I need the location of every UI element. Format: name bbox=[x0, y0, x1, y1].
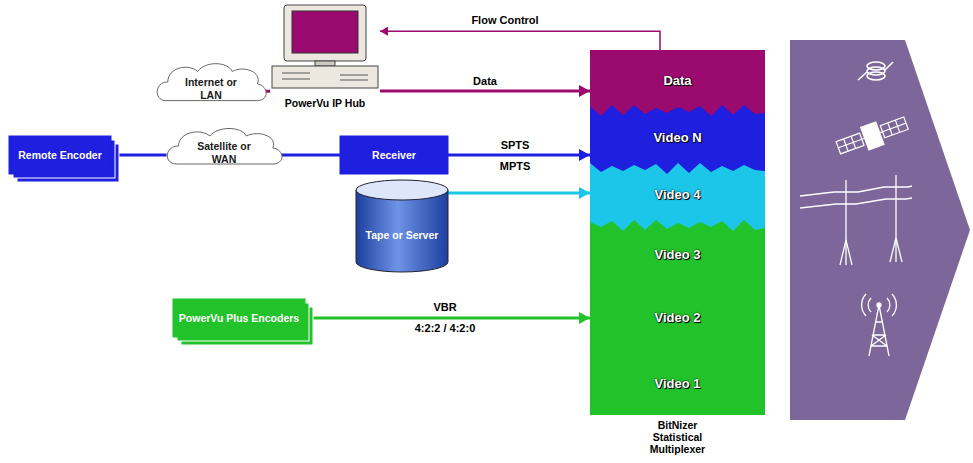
multiplexer-title: BitNizer Statistical Multiplexer bbox=[632, 419, 724, 455]
connector bbox=[448, 187, 590, 199]
satellite-icon bbox=[834, 112, 910, 159]
connector bbox=[266, 91, 270, 92]
node-label: Video 4 bbox=[654, 188, 700, 203]
stream-band: Data bbox=[590, 50, 765, 105]
cloud-outline bbox=[167, 129, 282, 165]
network-cloud: Internet or LAN bbox=[154, 59, 269, 111]
edge-label: Flow Control bbox=[469, 14, 540, 27]
cylinder-body bbox=[356, 190, 448, 272]
monitor-stand bbox=[315, 61, 335, 66]
antenna-icon-part bbox=[868, 298, 890, 312]
box-face bbox=[9, 136, 111, 174]
connector-line bbox=[266, 90, 270, 93]
encoder-box: PowerVu Plus Encoders bbox=[173, 299, 305, 337]
node-label: Video 3 bbox=[654, 248, 700, 263]
band-fill bbox=[590, 50, 765, 117]
arrowhead bbox=[579, 85, 590, 97]
antenna-icon-part bbox=[869, 305, 889, 356]
cable-icon bbox=[858, 62, 893, 80]
edge-label: SPTS bbox=[499, 139, 532, 152]
connector-line bbox=[448, 191, 590, 194]
antenna-icon-part bbox=[862, 294, 897, 316]
node-label: Remote Encoder bbox=[14, 149, 105, 161]
band-fill bbox=[590, 220, 765, 295]
power-line-icon-part bbox=[800, 186, 912, 196]
power-line-icon-part bbox=[846, 175, 896, 265]
output-arrow bbox=[790, 40, 970, 420]
computer-hub-shape bbox=[270, 5, 380, 110]
stream-band: Video 3 bbox=[590, 220, 765, 283]
arrowhead bbox=[579, 312, 590, 324]
satellite-icon-part bbox=[862, 132, 883, 140]
multiplexer: BitNizer Statistical MultiplexerDataVide… bbox=[590, 50, 765, 415]
node-label: PowerVu Plus Encoders bbox=[175, 312, 303, 324]
encoder-box: Remote Encoder bbox=[9, 136, 111, 174]
cloud-outline bbox=[157, 64, 266, 101]
stream-band: Video 4 bbox=[590, 163, 765, 220]
connector-line bbox=[281, 154, 340, 157]
network-cloud: Satellite or WAN bbox=[164, 124, 285, 174]
node-label: Video 1 bbox=[654, 377, 700, 392]
cable-icon-part bbox=[858, 62, 893, 80]
output-arrow-part bbox=[790, 40, 970, 420]
node-label: PowerVu IP Hub bbox=[285, 97, 366, 109]
storage-cylinder: Tape or Server bbox=[356, 180, 448, 272]
box-face bbox=[340, 136, 448, 174]
band-fill bbox=[590, 163, 765, 232]
power-line-icon-part bbox=[840, 238, 902, 265]
storage-cylinder-shape bbox=[356, 180, 448, 272]
arrowhead bbox=[380, 27, 388, 36]
connector-line bbox=[380, 31, 660, 50]
system-unit bbox=[272, 66, 378, 88]
connector-line bbox=[305, 317, 590, 320]
node-label: Internet or LAN bbox=[174, 76, 248, 100]
arrowhead bbox=[579, 149, 590, 161]
cylinder-top bbox=[356, 180, 448, 200]
monitor bbox=[284, 5, 366, 61]
edge-label: VBR bbox=[431, 301, 458, 314]
drive-slots bbox=[282, 73, 368, 80]
satellite-icon-part bbox=[836, 133, 864, 154]
screen bbox=[292, 11, 358, 53]
connector bbox=[380, 27, 660, 50]
node-label: Video 2 bbox=[654, 311, 700, 326]
node-label: Video N bbox=[653, 131, 701, 146]
power-line-icon-part bbox=[800, 198, 912, 208]
antenna-icon-part bbox=[877, 303, 881, 307]
signal-label: 4:2:2 / 4:2:0 bbox=[413, 322, 478, 335]
connector bbox=[281, 155, 340, 156]
satellite-icon-part bbox=[880, 117, 908, 138]
box-face bbox=[173, 299, 305, 337]
receiver-box: Receiver bbox=[340, 136, 448, 174]
node-label: Receiver bbox=[368, 149, 420, 161]
stream-band: Video 2 bbox=[590, 283, 765, 345]
satellite-icon-part bbox=[880, 117, 908, 138]
power-line-icon bbox=[800, 175, 912, 265]
stream-band: Video 1 bbox=[590, 345, 765, 415]
band-fill bbox=[590, 345, 765, 415]
cable-icon-part bbox=[867, 72, 885, 80]
arrowhead bbox=[579, 187, 590, 199]
connector-line bbox=[380, 90, 590, 93]
node-label: Tape or Server bbox=[362, 229, 443, 241]
signal-label: MPTS bbox=[498, 160, 533, 173]
node-label: Data bbox=[663, 74, 691, 89]
computer-hub: PowerVu IP Hub bbox=[270, 5, 380, 110]
satellite-icon-part bbox=[836, 133, 864, 154]
edge-label: Data bbox=[471, 75, 499, 88]
stream-band: Video N bbox=[590, 105, 765, 163]
antenna-icon bbox=[862, 294, 897, 356]
connector-line bbox=[448, 154, 590, 157]
node-label: Satellite or WAN bbox=[185, 140, 262, 164]
